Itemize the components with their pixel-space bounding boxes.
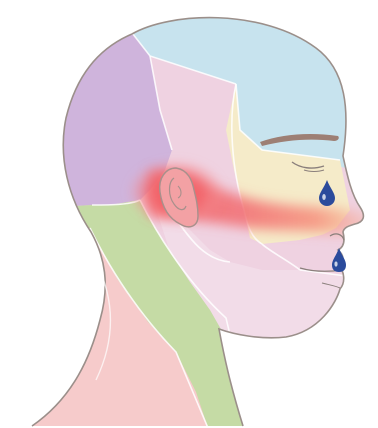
- head-illustration: [0, 0, 378, 428]
- head-profile-svg: [0, 0, 378, 428]
